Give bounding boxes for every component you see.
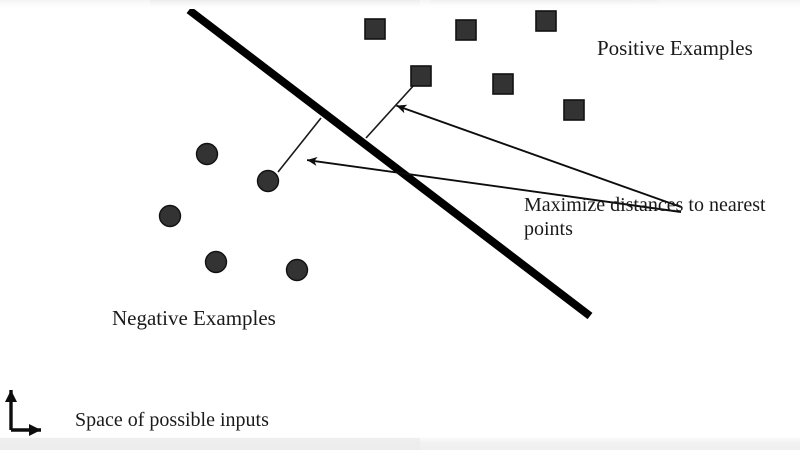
axis-indicator-icon [4,390,41,436]
margin-to-negative-support-vector [277,117,322,173]
positive-marker [364,18,386,40]
negative-marker [195,142,219,166]
input-space-label: Space of possible inputs [75,409,269,431]
decision-boundary [186,6,593,320]
negative-marker-support-vector [256,169,280,193]
margin-to-positive-support-vector [365,83,416,139]
negative-marker [204,250,228,274]
maximize-annotation-line-2: points [524,218,573,241]
margin-segments [277,83,416,173]
positive-marker [492,73,514,95]
positive-marker [563,99,585,121]
positive-examples-label: Positive Examples [597,36,753,60]
arrow-to-positive-margin [396,104,682,208]
maximize-annotation-line-1: Maximize distances to nearest [524,194,766,216]
negative-marker [285,258,309,282]
arrow-to-negative-margin [306,156,682,213]
negative-marker [158,204,182,228]
negative-examples-label: Negative Examples [112,306,276,330]
positive-example-markers [364,10,585,121]
positive-marker-support-vector [410,65,432,87]
annotation-arrows [306,104,682,213]
positive-marker [535,10,557,32]
negative-example-markers [158,142,309,282]
positive-marker [455,19,477,41]
